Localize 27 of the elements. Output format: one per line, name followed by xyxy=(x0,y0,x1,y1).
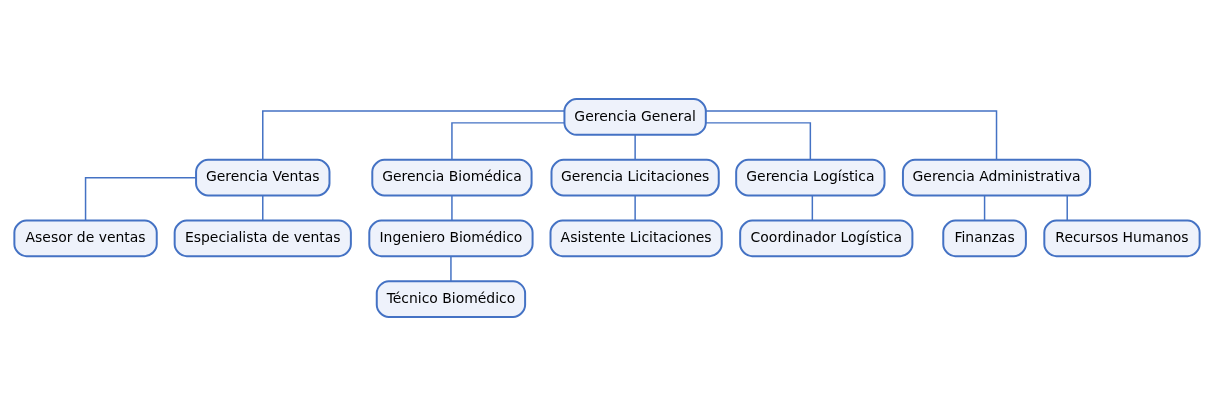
connector xyxy=(983,195,986,221)
node-box: Gerencia Logística xyxy=(735,158,886,197)
connector xyxy=(450,255,452,282)
connector xyxy=(451,195,453,221)
connector xyxy=(84,176,197,221)
connector xyxy=(451,122,566,161)
node-box: Coordinador Logística xyxy=(739,219,914,258)
connector xyxy=(262,110,565,161)
node-box: Gerencia Biomédica xyxy=(371,158,533,197)
node-box: Gerencia General xyxy=(563,98,707,136)
connector xyxy=(705,122,812,161)
node-box: Asesor de ventas xyxy=(13,219,158,258)
connector xyxy=(634,195,636,221)
node-box: Recursos Humanos xyxy=(1043,219,1201,258)
connector xyxy=(634,134,636,161)
connector xyxy=(262,195,264,221)
node-box: Finanzas xyxy=(942,219,1027,258)
node-box: Especialista de ventas xyxy=(173,219,352,258)
connector xyxy=(705,110,998,161)
node-box: Ingeniero Biomédico xyxy=(368,219,534,258)
node-box: Gerencia Ventas xyxy=(195,158,331,197)
node-box: Asistente Licitaciones xyxy=(549,219,723,258)
node-box: Gerencia Administrativa xyxy=(901,158,1092,197)
connector xyxy=(1066,195,1068,221)
node-box: Técnico Biomédico xyxy=(375,280,527,318)
node-box: Gerencia Licitaciones xyxy=(550,158,720,197)
connector xyxy=(811,195,814,221)
